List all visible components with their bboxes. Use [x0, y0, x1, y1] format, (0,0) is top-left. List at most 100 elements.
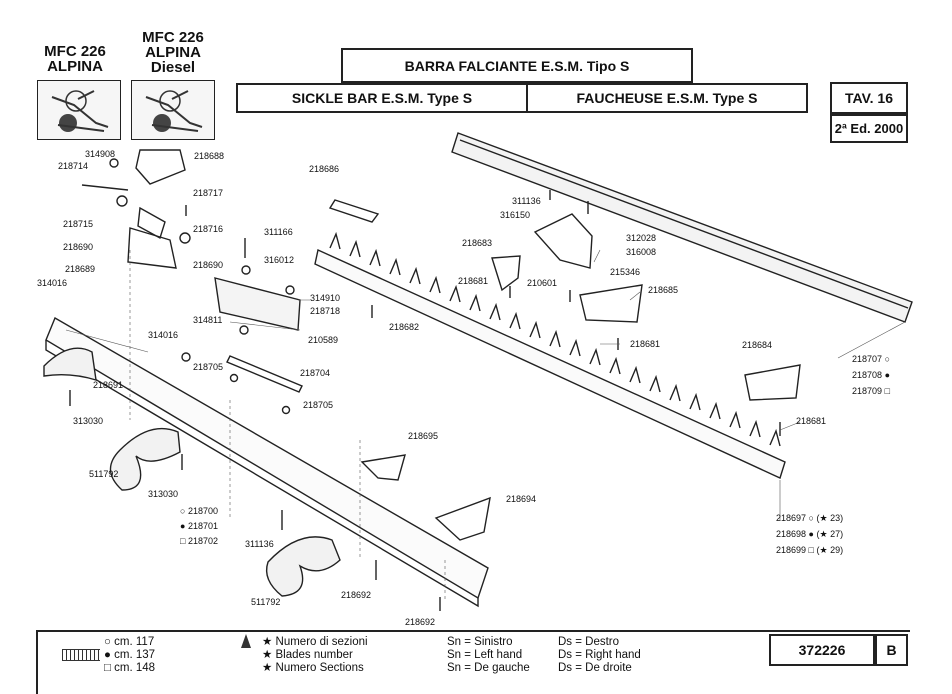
- part-number: 314016: [148, 330, 179, 340]
- variant-code: 218701: [187, 521, 218, 531]
- part-number: 218695: [408, 431, 439, 441]
- variant-row: 218699 □ (★ 29): [776, 545, 844, 555]
- part-number: 218685: [648, 285, 679, 295]
- part-number: 218692: [341, 590, 372, 600]
- shoe: [43, 347, 97, 381]
- bracket: [135, 149, 186, 185]
- model-label-left: MFC 226 ALPINA: [35, 44, 115, 74]
- sections-count: 23: [830, 513, 841, 523]
- part-number: 218691: [93, 380, 124, 390]
- part-number: 218716: [193, 224, 224, 234]
- revision-letter: B: [875, 634, 908, 666]
- variant-code: 218700: [187, 506, 218, 516]
- machine-thumbnail-left: [37, 80, 121, 140]
- part-number: 218704: [300, 368, 331, 378]
- plate: [491, 255, 521, 292]
- variant-marker-circle-filled: ●: [884, 370, 890, 380]
- part-number: 215346: [610, 267, 641, 277]
- star-icon: ★: [819, 513, 828, 523]
- plate: [434, 496, 491, 541]
- part-number: 312028: [626, 233, 657, 243]
- variant-marker-square: □: [180, 536, 186, 546]
- star-icon: ★: [262, 636, 273, 648]
- legend-size-row: ● cm. 137: [104, 649, 156, 661]
- knife-bar: [314, 249, 786, 479]
- variant-row: ○ 218700: [180, 506, 218, 516]
- part-number: 316012: [264, 255, 295, 265]
- variant-row: 218708 ●: [852, 370, 890, 380]
- part-number: 313030: [148, 489, 179, 499]
- part-number: 218684: [742, 340, 773, 350]
- part-number: 314910: [310, 293, 341, 303]
- legend-section-row: ★ Blades number: [262, 649, 368, 662]
- variant-code: 218699: [776, 545, 807, 555]
- variant-row: 218707 ○: [852, 354, 890, 364]
- variant-code: 218707: [852, 354, 883, 364]
- legend-left-side: Sn = Sinistro Sn = Left hand Sn = De gau…: [447, 636, 530, 675]
- part-number: 218705: [193, 362, 224, 372]
- title-italian: BARRA FALCIANTE E.S.M. Tipo S: [341, 48, 693, 83]
- part-number: 511792: [251, 597, 281, 607]
- variant-marker-circle-filled: ●: [180, 521, 186, 531]
- variant-marker-circle-open: ○: [180, 506, 186, 516]
- legend-size-row: □ cm. 148: [104, 662, 156, 674]
- guide-top: [328, 199, 380, 223]
- legend-section-row: ★ Numero di sezioni: [262, 636, 368, 649]
- part-number: 311136: [245, 539, 274, 549]
- legend-size: cm. 148: [114, 662, 156, 674]
- legend-right-side: Ds = Destro Ds = Right hand Ds = De droi…: [558, 636, 641, 675]
- variant-row: 218697 ○ (★ 23): [776, 513, 844, 523]
- variant-marker-square: □: [884, 386, 890, 396]
- model-line: MFC 226: [44, 43, 106, 60]
- part-number: 218682: [389, 322, 420, 332]
- variant-row: 218709 □: [852, 386, 890, 396]
- part-number: 218681: [458, 276, 489, 286]
- legend-section-label: Numero Sections: [275, 662, 364, 674]
- variant-row: ● 218701: [180, 521, 218, 531]
- variant-row: □ 218702: [180, 536, 218, 546]
- part-number: 218690: [193, 260, 224, 270]
- part-number: 311136: [512, 196, 541, 206]
- knife-teeth: [329, 231, 781, 447]
- part-number: 218690: [63, 242, 94, 252]
- variant-code: 218702: [187, 536, 218, 546]
- star-icon: ★: [262, 662, 273, 674]
- variant-code: 218697: [776, 513, 807, 523]
- part-number: 218681: [630, 339, 661, 349]
- plate: [579, 284, 643, 323]
- part-number: 210601: [527, 278, 558, 288]
- legend-side-row: Sn = Left hand: [447, 649, 523, 661]
- footer-frame: [36, 630, 910, 694]
- legend-side-row: Ds = De droite: [558, 662, 632, 674]
- sections-count: 27: [830, 529, 841, 539]
- plate: [360, 454, 406, 481]
- legend-size-row: ○ cm. 117: [104, 636, 155, 648]
- part-number: 311166: [264, 227, 293, 237]
- part-number: 314811: [193, 315, 223, 325]
- bracket: [137, 206, 166, 240]
- legend-section-row: ★ Numero Sections: [262, 662, 368, 675]
- model-line: MFC 226: [142, 29, 204, 46]
- variant-marker-circle-open: ○: [884, 354, 890, 364]
- part-number: 316150: [500, 210, 531, 220]
- edition: 2ª Ed. 2000: [830, 114, 908, 143]
- star-icon: ★: [819, 545, 828, 555]
- legend-sections: ★ Numero di sezioni ★ Blades number ★ Nu…: [262, 636, 368, 675]
- legend-size: cm. 117: [114, 636, 155, 648]
- part-number: 314908: [85, 149, 116, 159]
- variant-row: 218698 ● (★ 27): [776, 529, 844, 539]
- part-number: 316008: [626, 247, 657, 257]
- sections-count: 29: [830, 545, 841, 555]
- blade-icon: [241, 634, 251, 648]
- guide-bar: [451, 132, 913, 323]
- star-icon: ★: [262, 649, 273, 661]
- part-number: 210589: [308, 335, 339, 345]
- variant-code: 218709: [852, 386, 883, 396]
- part-number: 218714: [58, 161, 89, 171]
- part-number: 511792: [89, 469, 119, 479]
- legend-sizes: ○ cm. 117 ● cm. 137 □ cm. 148: [104, 636, 155, 675]
- legend-section-label: Blades number: [275, 649, 353, 661]
- model-line: Diesel: [150, 59, 196, 76]
- legend-side-row: Ds = Destro: [558, 636, 620, 648]
- legend-side-row: Sn = Sinistro: [447, 636, 513, 648]
